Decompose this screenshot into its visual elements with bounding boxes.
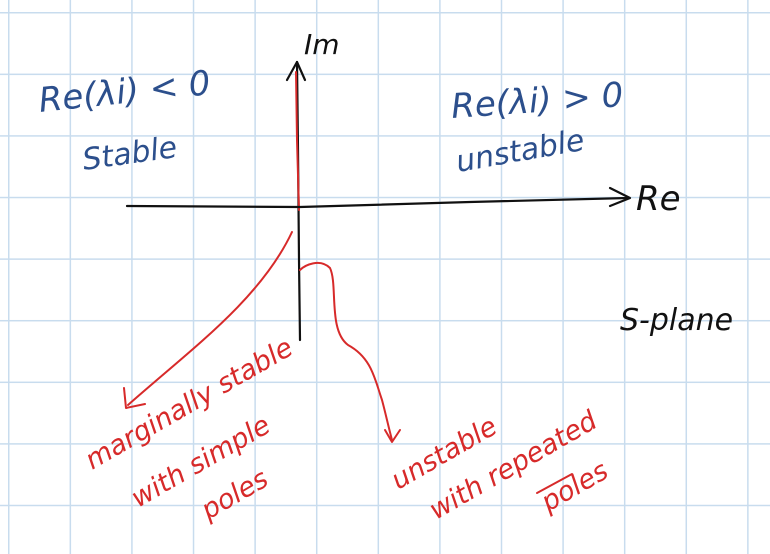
simple-poles-arrowhead bbox=[123, 387, 146, 409]
simple-poles-arrow bbox=[127, 231, 293, 406]
imaginary-axis-label: Im bbox=[304, 28, 340, 61]
real-axis bbox=[125, 196, 630, 209]
real-axis-label: Re bbox=[636, 179, 681, 219]
real-axis-arrowhead bbox=[608, 186, 632, 208]
repeated-poles-note-line3: poles bbox=[535, 455, 614, 518]
right-region-label: unstable bbox=[453, 123, 587, 180]
repeated-poles-strike bbox=[536, 473, 573, 494]
plane-label: S-plane bbox=[620, 303, 733, 338]
imaginary-axis-arrowhead bbox=[285, 60, 307, 82]
right-region-condition: Re(λi) > 0 bbox=[450, 75, 625, 127]
imaginary-axis-highlight bbox=[295, 71, 300, 211]
repeated-poles-arrow bbox=[299, 261, 393, 441]
left-region-label: Stable bbox=[80, 130, 179, 178]
left-region-condition: Re(λi) < 0 bbox=[37, 63, 213, 121]
repeated-poles-arrowhead bbox=[384, 429, 401, 443]
